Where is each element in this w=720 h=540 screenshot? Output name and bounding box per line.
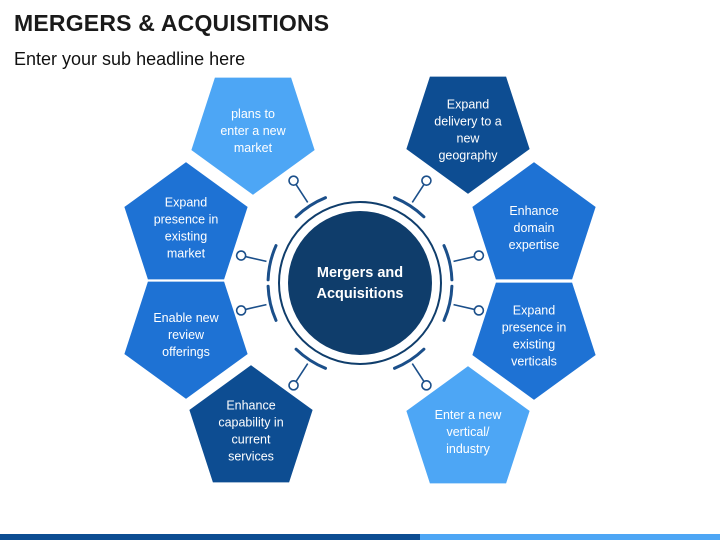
hub-circle <box>288 211 432 355</box>
connector-dot <box>288 175 299 186</box>
pentagon-label-plans-to-enter-new-market: plans to enter a new market <box>220 107 286 155</box>
pentagon-label-line: new <box>457 132 481 146</box>
hub-label-line: Acquisitions <box>316 286 403 302</box>
pentagon-label-line: Expand <box>447 98 489 112</box>
pentagon-label-line: existing <box>165 230 207 244</box>
slide-subtitle: Enter your sub headline here <box>14 49 246 69</box>
connector-dot <box>421 380 432 391</box>
pentagon-expand-presence-existing-verticals <box>470 280 598 403</box>
pentagon-label-line: Expand <box>513 304 555 318</box>
pentagon-enable-new-review-offerings <box>122 279 250 402</box>
pentagon-label-line: market <box>167 247 206 261</box>
pentagon-enhance-capability-current-services <box>187 362 315 485</box>
ring-arc <box>294 196 327 219</box>
pentagon-label-line: market <box>234 141 273 155</box>
pentagon-label-line: existing <box>513 338 555 352</box>
hub-label-line: Mergers and <box>317 265 403 281</box>
pentagon-label-line: current <box>232 433 271 447</box>
connector-dot <box>473 305 485 316</box>
pentagon-label-line: plans to <box>231 107 275 121</box>
pentagon-label-expand-presence-existing-verticals: Expand presence in existing verticals <box>502 304 567 369</box>
slide-title: MERGERS & ACQUISITIONS <box>14 10 330 36</box>
pentagon-label-line: Enter a new <box>435 408 503 422</box>
pentagon-label-line: Enhance <box>226 399 275 413</box>
pentagon-label-line: Expand <box>165 196 207 210</box>
pentagon-label-line: delivery to a <box>434 115 501 129</box>
pentagon-label-expand-presence-existing-market: Expand presence in existing market <box>154 196 219 261</box>
footer-accent-bar <box>0 534 720 540</box>
ring-arc <box>393 347 426 370</box>
connector-dot <box>421 175 432 186</box>
connector-dot <box>288 380 299 391</box>
pentagon-label-line: Enable new <box>153 311 219 325</box>
connector-dot <box>473 250 485 261</box>
pentagon-enter-new-vertical-industry <box>404 363 532 486</box>
ring-arc <box>393 196 426 219</box>
ring-arc <box>442 284 454 322</box>
ring-arc <box>266 284 278 322</box>
ring-arc <box>294 347 327 370</box>
pentagon-label-line: domain <box>514 221 555 235</box>
ring-arc <box>266 244 278 282</box>
pentagon-label-line: enter a new <box>220 124 286 138</box>
pentagon-label-line: services <box>228 450 274 464</box>
pentagon-label-line: presence in <box>154 213 219 227</box>
footer-bar-light <box>420 534 720 540</box>
pentagon-label-line: geography <box>438 149 498 163</box>
pentagon-label-line: Enhance <box>509 204 558 218</box>
pentagon-plans-to-enter-new-market <box>189 75 317 198</box>
ring-arc <box>442 244 454 282</box>
pentagon-label-line: presence in <box>502 321 567 335</box>
pentagon-expand-delivery-new-geography <box>404 74 532 197</box>
pentagon-label-line: industry <box>446 442 491 456</box>
pentagon-label-line: review <box>168 328 205 342</box>
pentagon-label-enable-new-review-offerings: Enable new review offerings <box>153 311 219 359</box>
pentagon-label-enhance-domain-expertise: Enhance domain expertise <box>509 204 560 252</box>
pentagon-label-enter-new-vertical-industry: Enter a new vertical/industry <box>435 408 503 456</box>
pentagon-label-line: vertical/ <box>446 425 490 439</box>
pentagon-label-line: offerings <box>162 345 210 359</box>
pentagon-label-line: expertise <box>509 238 560 252</box>
pentagon-label-expand-delivery-new-geography: Expand delivery to a new geography <box>434 98 501 163</box>
pentagon-label-enhance-capability-current-services: Enhance capability in current services <box>218 399 283 464</box>
connector-dot <box>235 305 247 316</box>
footer-bar-dark <box>0 534 420 540</box>
pentagon-label-line: capability in <box>218 416 283 430</box>
connector-dot <box>235 250 247 261</box>
pentagon-label-line: verticals <box>511 355 557 369</box>
pentagon-enhance-domain-expertise <box>470 159 598 282</box>
